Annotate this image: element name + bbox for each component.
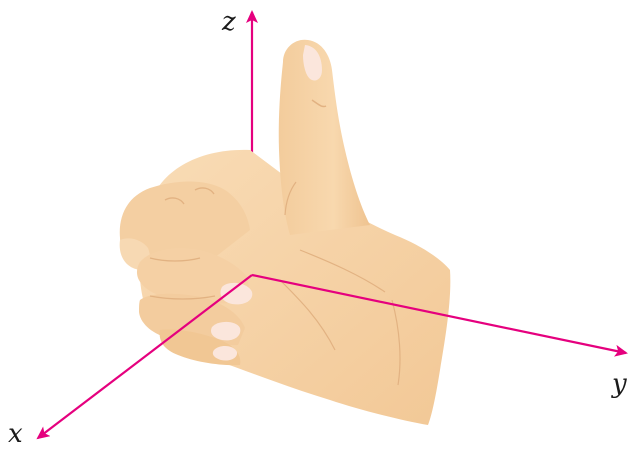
thumbs-up-hand-icon: [120, 40, 451, 425]
z-axis-label: z: [221, 7, 236, 37]
x-axis-label: x: [8, 419, 23, 449]
y-axis-label: y: [611, 369, 627, 399]
thumb-shape: [279, 40, 370, 235]
